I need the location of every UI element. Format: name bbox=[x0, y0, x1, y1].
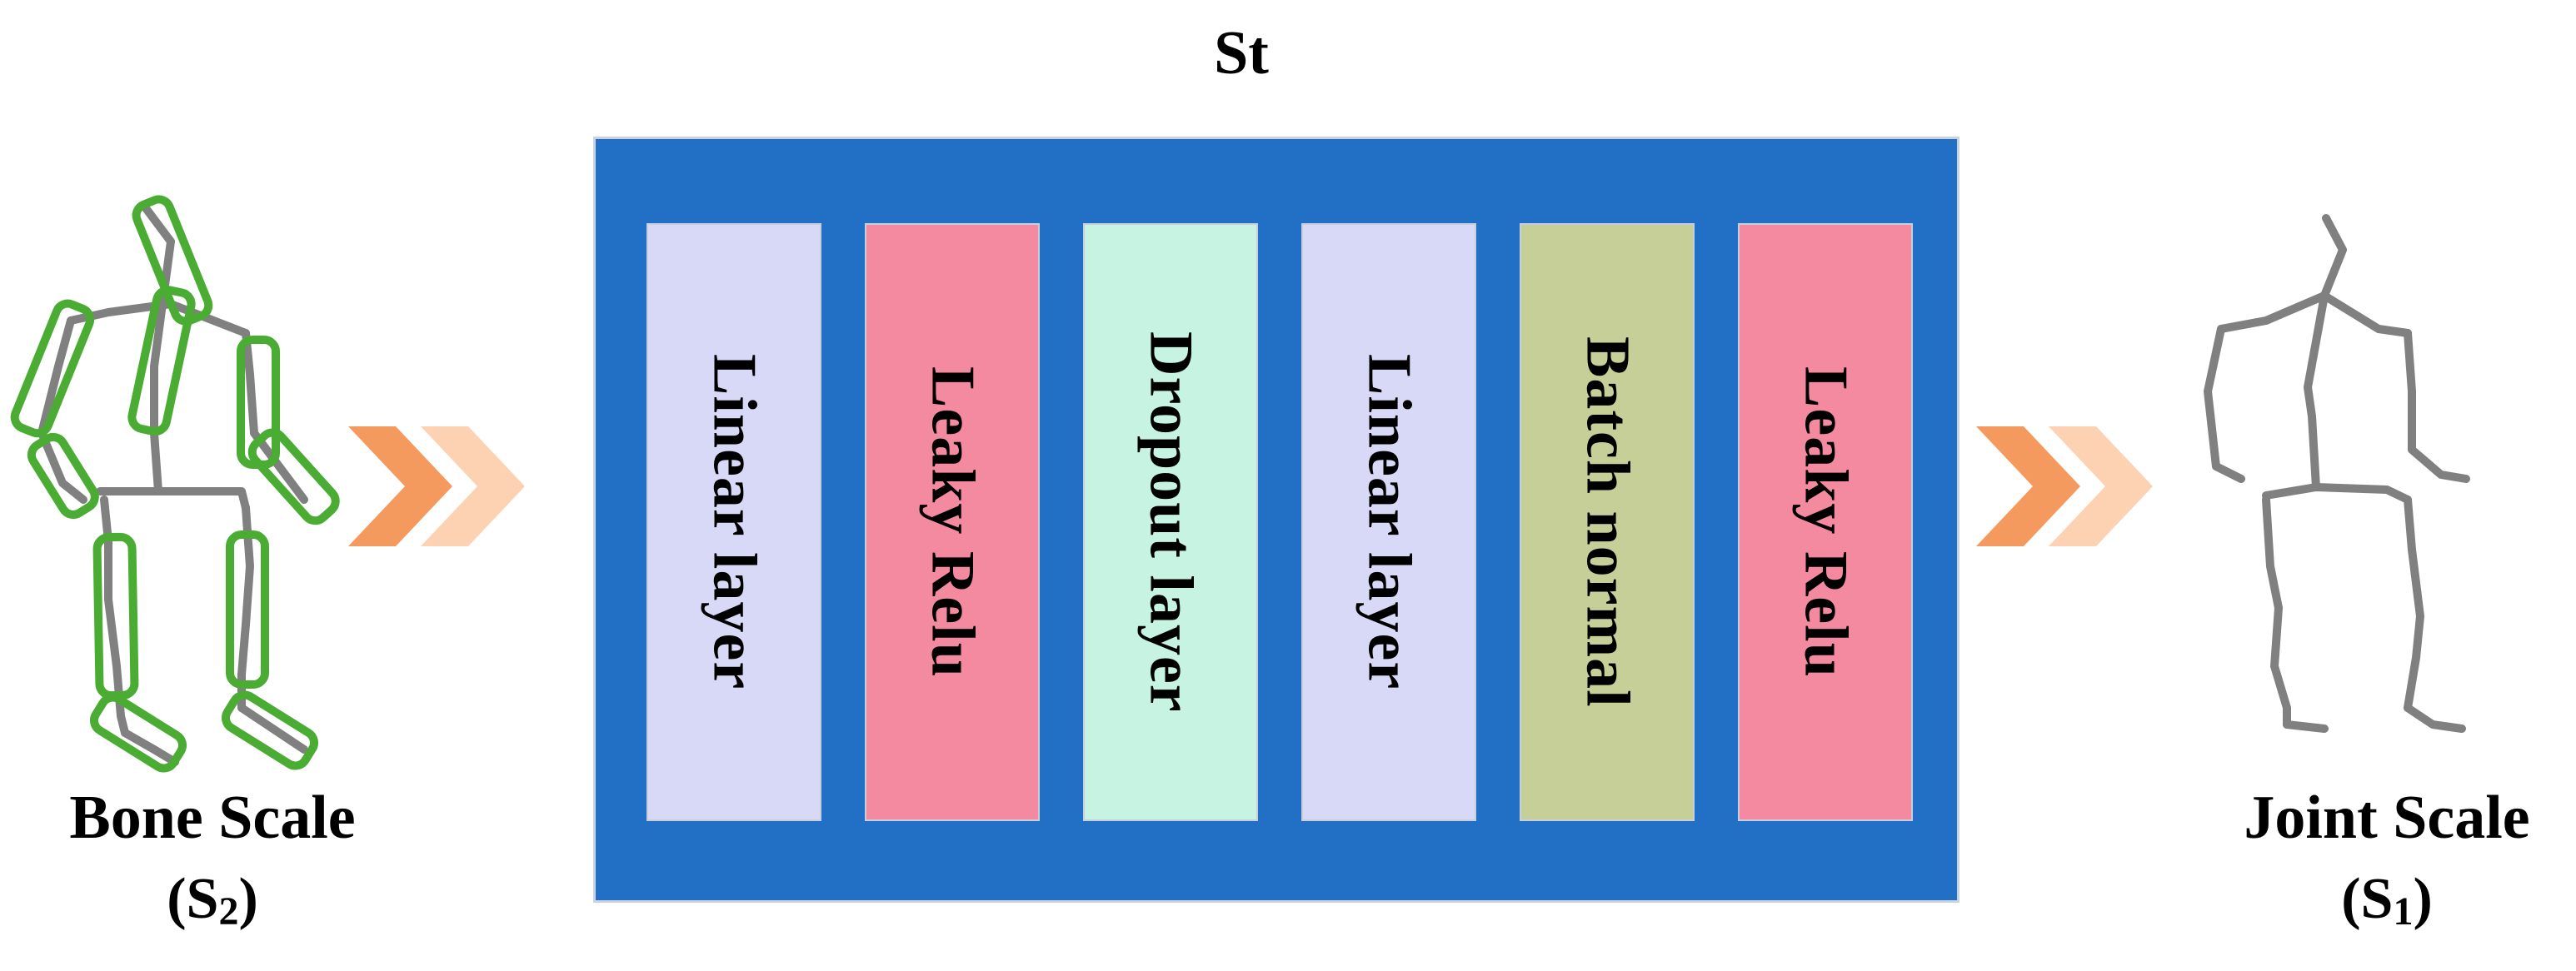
joint-scale-caption: Joint Scale bbox=[2244, 784, 2530, 852]
joint-scale-symbol-index: 1 bbox=[2393, 889, 2414, 934]
layer-2-leaky-relu: Leaky Relu bbox=[865, 223, 1040, 821]
layer-3-label: Dropout layer bbox=[1136, 331, 1206, 713]
bone-scale-symbol-index: 2 bbox=[218, 889, 239, 934]
right-chevron-arrow-icon bbox=[1976, 426, 2153, 546]
layer-2-label: Leaky Relu bbox=[918, 366, 987, 678]
layer-6-leaky-relu: Leaky Relu bbox=[1738, 223, 1913, 821]
bone-scale-caption: Bone Scale bbox=[69, 784, 356, 852]
layer-1-linear: Linear layer bbox=[646, 223, 821, 821]
bone-scale-symbol-base: S bbox=[186, 867, 219, 931]
layer-4-linear: Linear layer bbox=[1301, 223, 1476, 821]
layer-5-batch-normal: Batch normal bbox=[1520, 223, 1695, 821]
bone-scale-symbol: (S2) bbox=[167, 867, 258, 934]
layer-6-label: Leaky Relu bbox=[1791, 366, 1860, 678]
layer-4-label: Linear layer bbox=[1355, 354, 1424, 690]
layer-1-label: Linear layer bbox=[700, 354, 769, 690]
layer-5-label: Batch normal bbox=[1573, 336, 1642, 708]
joint-scale-symbol-base: S bbox=[2360, 867, 2394, 931]
layer-3-dropout: Dropout layer bbox=[1083, 223, 1258, 821]
joint-scale-symbol: (S1) bbox=[2341, 867, 2433, 934]
diagram-title: St bbox=[1214, 19, 1269, 87]
left-chevron-arrow-icon bbox=[348, 426, 525, 546]
